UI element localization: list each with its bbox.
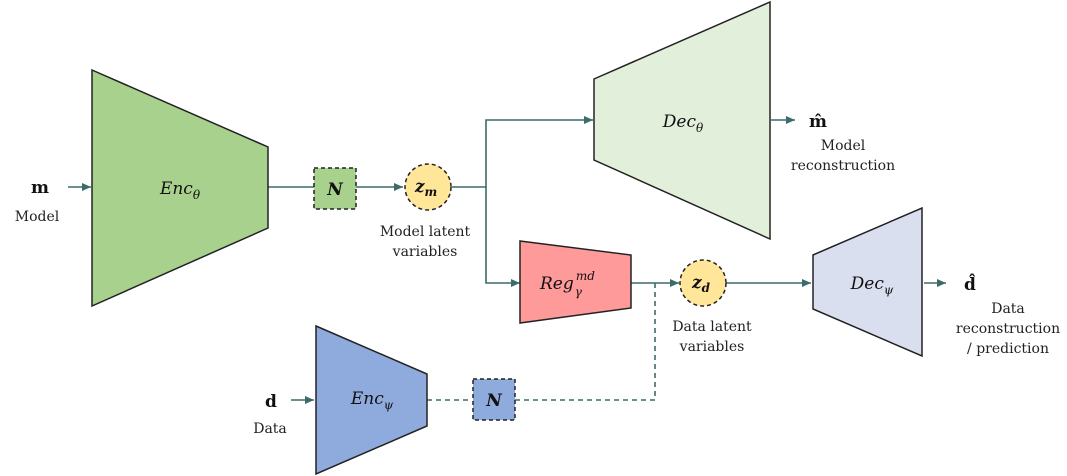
reg-block: Regγmd <box>519 240 632 324</box>
data-reconstruction-caption-line2: reconstruction <box>956 321 1060 337</box>
zm-latent: zm Model latent variables <box>380 163 471 260</box>
model-label: Model <box>15 209 60 225</box>
noise-label-data: N <box>485 391 503 411</box>
zd-latent: zd Data latent variables <box>672 259 752 355</box>
dec-psi-shape <box>812 206 923 358</box>
dec-theta-block: Decθ <box>593 0 771 241</box>
enc-psi-shape <box>315 324 428 476</box>
zm-caption-line2: variables <box>392 244 458 260</box>
reg-shape <box>519 240 632 324</box>
noise-block-model: N <box>313 167 357 210</box>
data-reconstruction-caption-line3: / prediction <box>967 341 1049 357</box>
zd-caption-line2: variables <box>679 339 745 355</box>
noise-box-model <box>313 167 357 210</box>
enc-psi-label: Encψ <box>350 389 394 412</box>
noise-block-data: N <box>472 378 516 421</box>
noise-to-zd-dashed <box>515 283 656 401</box>
zm-caption-line1: Model latent <box>380 224 471 240</box>
data-hat-symbol: d̂ <box>964 274 976 295</box>
model-reconstruction-caption-line1: Model <box>821 138 866 154</box>
dec-psi-label: Decψ <box>850 274 894 297</box>
zd-label: zd <box>691 273 711 295</box>
model-reconstruction-caption-line2: reconstruction <box>791 158 895 174</box>
zm-circle <box>404 163 452 211</box>
noise-box-data <box>472 378 516 421</box>
data-reconstruction-caption-line1: Data <box>991 301 1025 317</box>
model-symbol: m <box>31 178 49 198</box>
data-label: Data <box>253 421 287 437</box>
enc-theta-block: Encθ <box>91 68 269 308</box>
connectors <box>68 116 946 404</box>
reg-label: Regγmd <box>539 269 595 299</box>
zm-label: zm <box>414 177 437 199</box>
noise-label-model: N <box>326 180 344 200</box>
zm-to-reg-arrow <box>485 187 520 287</box>
data-symbol: d <box>265 392 277 412</box>
zd-circle <box>679 259 727 307</box>
enc-psi-block: Encψ <box>315 324 428 476</box>
dec-theta-shape <box>593 0 771 241</box>
enc-theta-label: Encθ <box>159 179 201 202</box>
zd-caption-line1: Data latent <box>672 319 752 335</box>
dec-theta-label: Decθ <box>662 112 704 135</box>
dec-psi-block: Decψ <box>812 206 923 358</box>
enc-theta-shape <box>91 68 269 308</box>
model-hat-symbol: m̂ <box>809 112 827 132</box>
zm-to-dec-theta-arrow <box>485 116 593 187</box>
